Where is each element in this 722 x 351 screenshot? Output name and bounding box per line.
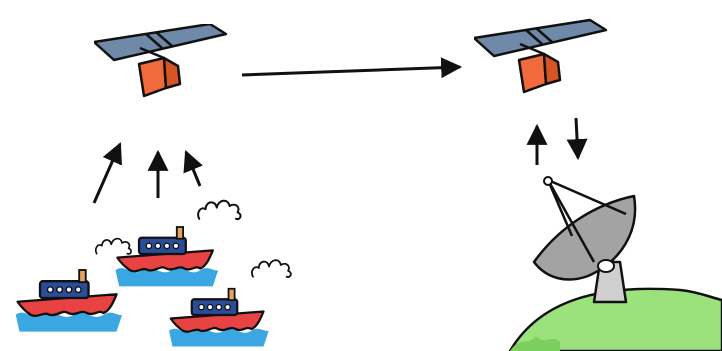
satellite-right-icon (474, 20, 606, 92)
arrow-satellite-to-dish (576, 118, 578, 158)
arrow-satellite-to-satellite (242, 67, 460, 75)
satellite-left-icon (94, 24, 226, 96)
arrow-ship-left-to-satellite (94, 144, 120, 203)
satellite-dish-icon (510, 177, 722, 351)
ship-left-icon (16, 239, 131, 332)
ship-top-icon (116, 201, 241, 287)
arrow-ship-right-to-satellite (186, 152, 200, 186)
